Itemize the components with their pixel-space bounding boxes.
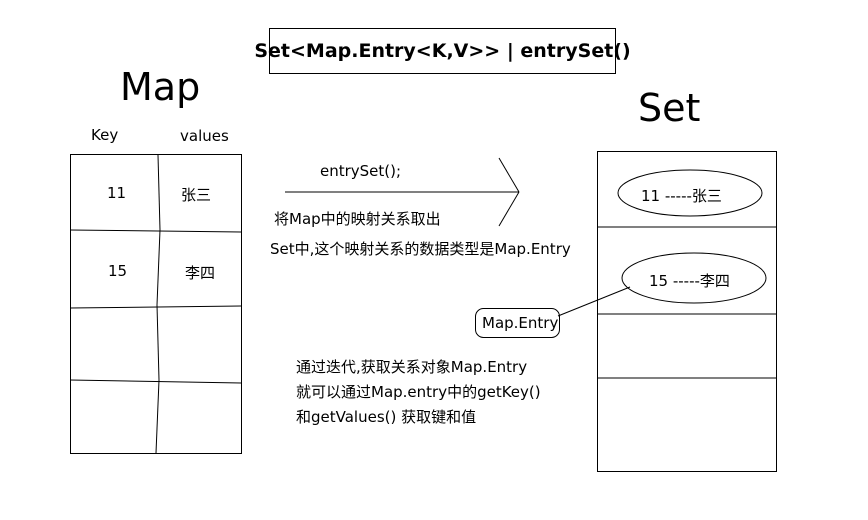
map-title: Map: [120, 65, 201, 109]
set-entry-2: 15 -----李四: [649, 272, 730, 290]
map-table: [69, 154, 242, 454]
map-col-key: Key: [91, 126, 119, 144]
set-entry-ellipse-1: [617, 169, 763, 217]
set-entry-ellipse-2: [621, 252, 767, 304]
arrow-label: entrySet();: [320, 162, 402, 180]
arrow-note-line-2: Set中,这个映射关系的数据类型是Map.Entry: [270, 240, 571, 258]
map-entry-label: Map.Entry: [482, 314, 559, 332]
arrow: [285, 157, 520, 227]
iteration-note-line-3: 和getValues() 获取键和值: [296, 408, 477, 426]
set-title: Set: [638, 86, 701, 130]
map-entry-box: [475, 308, 560, 338]
set-entry-1: 11 -----张三: [641, 187, 722, 205]
iteration-note-line-1: 通过迭代,获取关系对象Map.Entry: [296, 358, 528, 376]
arrow-note-line-1: 将Map中的映射关系取出: [274, 210, 441, 228]
map-row-2-value: 李四: [185, 264, 216, 282]
title-text: Set<Map.Entry<K,V>> | entrySet(): [254, 40, 631, 62]
map-entry-connector: [557, 286, 631, 317]
map-row-1-value: 张三: [181, 186, 212, 204]
map-row-1-key: 11: [107, 184, 127, 202]
map-col-values: values: [180, 127, 229, 145]
set-box: [597, 151, 777, 472]
title-box: Set<Map.Entry<K,V>> | entrySet(): [254, 28, 631, 74]
iteration-note-line-2: 就可以通过Map.entry中的getKey(): [296, 383, 541, 401]
map-row-2-key: 15: [108, 262, 128, 280]
